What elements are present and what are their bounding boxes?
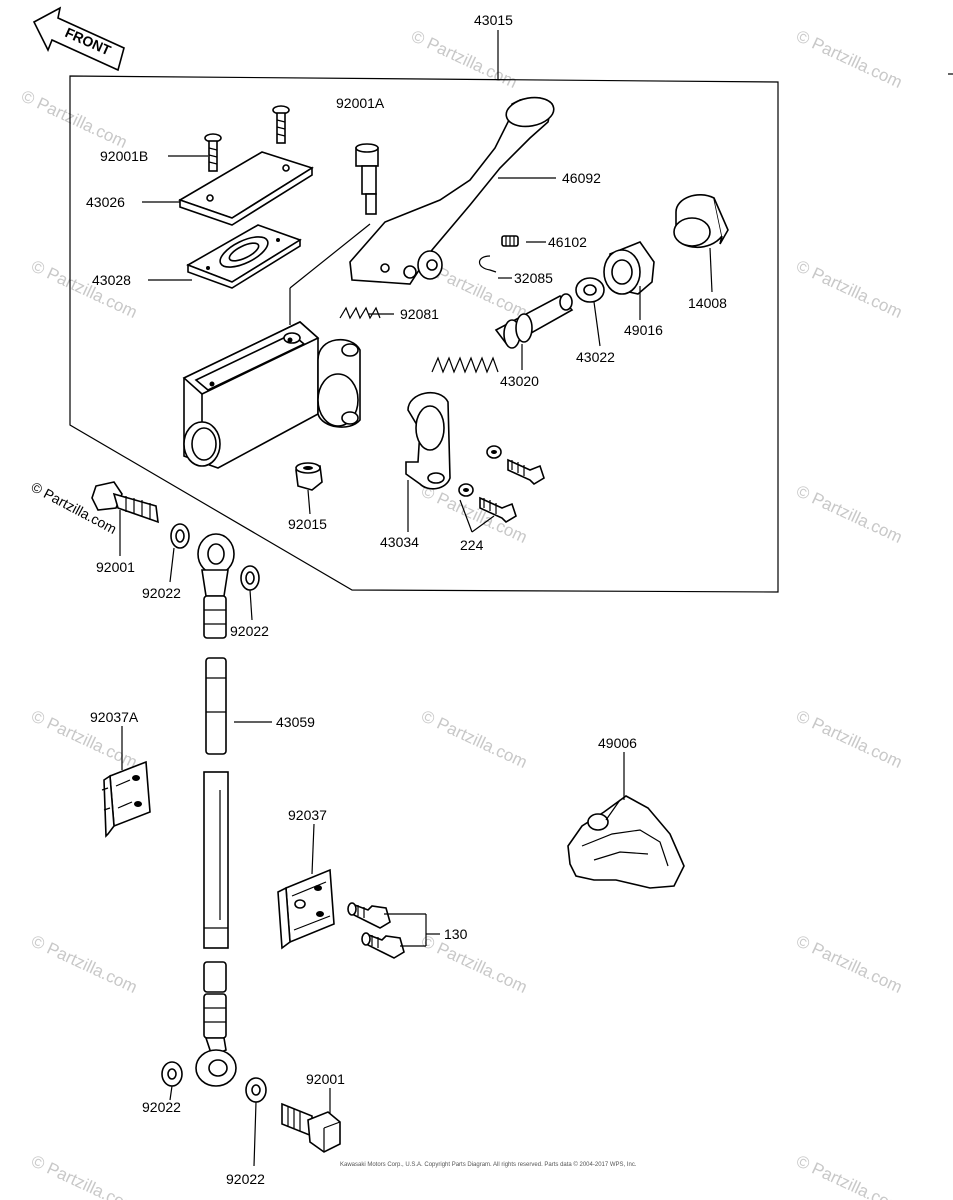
assembly-outline xyxy=(69,75,779,593)
watermark: © Partzilla.com xyxy=(418,706,530,772)
part-label-43034[interactable]: 43034 xyxy=(380,534,419,550)
diaphragm-43028 xyxy=(186,224,302,289)
watermark: © Partzilla.com xyxy=(28,931,140,997)
bolt-130-upper xyxy=(347,902,391,929)
adjuster-46102 xyxy=(501,235,519,247)
banjo-bolt-92001-bottom xyxy=(281,1102,341,1153)
front-arrow-icon: FRONT xyxy=(32,6,125,72)
brake-lever-46092 xyxy=(349,96,555,285)
bushing-49016 xyxy=(603,241,655,295)
part-label-46102[interactable]: 46102 xyxy=(548,234,587,250)
piston-43020 xyxy=(431,293,574,374)
part-label-92001-top[interactable]: 92001 xyxy=(96,559,135,575)
part-label-92037[interactable]: 92037 xyxy=(288,807,327,823)
watermark: © Partzilla.com xyxy=(793,931,905,997)
watermark: © Partzilla.com xyxy=(793,481,905,547)
washer-43022 xyxy=(575,277,605,303)
part-label-92001a[interactable]: 92001A xyxy=(336,95,385,111)
reservoir-cap-43026 xyxy=(178,151,314,226)
pivot-bolt xyxy=(355,143,379,215)
leader-lines xyxy=(119,155,713,1167)
part-label-92037a[interactable]: 92037A xyxy=(90,709,139,725)
part-label-43026[interactable]: 43026 xyxy=(86,194,125,210)
bracket-92037 xyxy=(277,868,335,950)
part-label-92022-b[interactable]: 92022 xyxy=(230,623,269,639)
bolt-224-upper xyxy=(486,445,545,486)
watermark: © Partzilla.com xyxy=(28,1151,140,1200)
washer-92022-d xyxy=(245,1077,267,1103)
part-label-92001b[interactable]: 92001B xyxy=(100,148,148,164)
part-label-43028[interactable]: 43028 xyxy=(92,272,131,288)
boot-14008 xyxy=(673,194,729,248)
watermark: © Partzilla.com xyxy=(793,256,905,322)
washer-92022-c xyxy=(161,1061,183,1087)
part-label-46092[interactable]: 46092 xyxy=(562,170,601,186)
watermark: © Partzilla.com xyxy=(793,1151,905,1200)
part-labels: 43015 92001A 92001B 43026 43028 46092 46… xyxy=(86,12,727,1187)
part-label-92022-d[interactable]: 92022 xyxy=(226,1171,265,1187)
part-label-224[interactable]: 224 xyxy=(460,537,484,553)
clip-32085 xyxy=(478,255,497,273)
watermark: © Partzilla.com xyxy=(18,86,130,152)
clamp-43034 xyxy=(405,392,451,490)
cap-92015 xyxy=(295,462,323,491)
cover-49006 xyxy=(567,795,685,889)
watermark: © Partzilla.com xyxy=(408,26,520,92)
bracket-92037a xyxy=(101,760,151,838)
part-label-92081[interactable]: 92081 xyxy=(400,306,439,322)
washer-92022-a xyxy=(170,523,190,549)
watermark: © Partzilla.com xyxy=(793,26,905,92)
brake-hose-43059 xyxy=(195,533,237,1087)
watermark: © Partzilla.com xyxy=(418,931,530,997)
part-label-130[interactable]: 130 xyxy=(444,926,468,942)
part-label-92001-bottom[interactable]: 92001 xyxy=(306,1071,345,1087)
part-label-43059[interactable]: 43059 xyxy=(276,714,315,730)
part-label-14008[interactable]: 14008 xyxy=(688,295,727,311)
part-label-43020[interactable]: 43020 xyxy=(500,373,539,389)
part-label-49016[interactable]: 49016 xyxy=(624,322,663,338)
part-label-43022[interactable]: 43022 xyxy=(576,349,615,365)
banjo-bolt-92001-top xyxy=(91,481,159,524)
watermark: © Partzilla.com xyxy=(28,256,140,322)
part-label-43015[interactable]: 43015 xyxy=(474,12,513,28)
part-label-92022-c[interactable]: 92022 xyxy=(142,1099,181,1115)
washer-92022-b xyxy=(240,565,260,591)
screw-92001a xyxy=(272,105,290,144)
bolt-130-lower xyxy=(361,932,405,959)
watermark: © Partzilla.com xyxy=(793,706,905,772)
part-label-92015[interactable]: 92015 xyxy=(288,516,327,532)
screw-92001b xyxy=(204,133,222,172)
part-label-32085[interactable]: 32085 xyxy=(514,270,553,286)
master-cylinder-body xyxy=(182,321,361,469)
spring-92081 xyxy=(339,306,381,320)
footer-text: Kawasaki Motors Corp., U.S.A. Copyright … xyxy=(340,1161,637,1168)
part-label-92022-a[interactable]: 92022 xyxy=(142,585,181,601)
bolt-224-lower xyxy=(458,483,517,524)
part-label-49006[interactable]: 49006 xyxy=(598,735,637,751)
